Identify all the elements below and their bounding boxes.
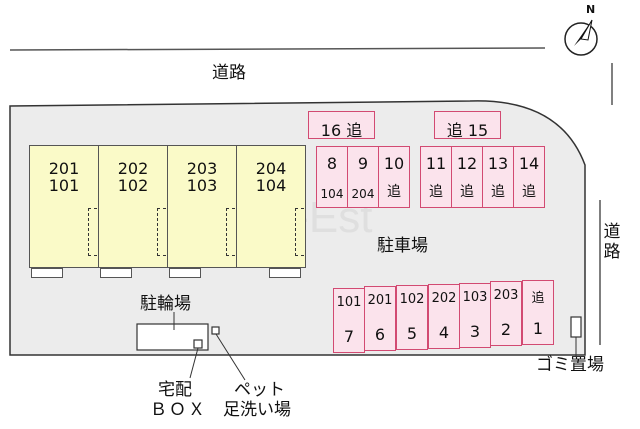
unit-upper-room: 203 xyxy=(186,159,218,178)
parking-number: 14 xyxy=(518,154,540,173)
north-road-edge xyxy=(9,47,546,51)
parking-number: 1 xyxy=(532,319,544,338)
parking-space-label: 追 15 xyxy=(446,121,489,140)
parking-space-15: 追 15 xyxy=(434,111,501,140)
parking-room: 101 xyxy=(336,295,362,310)
parking-number: 3 xyxy=(469,322,481,341)
parking-room: 追 xyxy=(522,184,536,200)
compass-needle-icon xyxy=(574,20,592,46)
delivery-box-icon xyxy=(193,339,203,349)
parking-space-9: 9 204 xyxy=(347,146,379,208)
parking-space-11: 11 追 xyxy=(420,146,452,208)
delivery-box-pointer xyxy=(189,347,199,379)
parking-room: 追 xyxy=(387,184,401,200)
parking-room: 202 xyxy=(431,291,457,306)
parking-room: 追 xyxy=(429,184,443,200)
parking-space-14: 14 追 xyxy=(513,146,545,208)
parking-space-7: 101 7 xyxy=(333,288,365,353)
porch xyxy=(100,268,132,278)
parking-number: 9 xyxy=(357,154,369,173)
parking-room: 追 xyxy=(531,291,545,306)
entrance-path xyxy=(88,208,97,256)
entrance-path xyxy=(157,208,166,256)
north-road-label: 道路 xyxy=(212,63,246,83)
unit-lower-room: 104 xyxy=(255,176,287,195)
parking-space-1: 追 1 xyxy=(522,280,554,345)
unit-upper-room: 204 xyxy=(255,159,287,178)
parking-space-16: 16 追 xyxy=(308,111,375,140)
parking-number: 11 xyxy=(425,154,447,173)
porch xyxy=(31,268,63,278)
east-road-label: 道路 xyxy=(603,222,621,262)
parking-number: 4 xyxy=(438,323,450,342)
parking-space-12: 12 追 xyxy=(451,146,483,208)
parking-room: 104 xyxy=(320,187,344,201)
garbage-area xyxy=(570,316,582,338)
delivery-box-label-2: ＢＯＸ xyxy=(150,400,207,420)
pet-wash-pointer xyxy=(215,333,246,381)
unit-upper-room: 201 xyxy=(48,159,80,178)
entrance-path xyxy=(226,208,235,256)
parking-room: 204 xyxy=(351,187,375,201)
delivery-box-label-1: 宅配 xyxy=(158,380,192,400)
parking-space-2: 203 2 xyxy=(490,281,522,346)
parking-space-10: 10 追 xyxy=(378,146,410,208)
parking-space-5: 102 5 xyxy=(396,285,428,350)
parking-number: 7 xyxy=(343,327,355,346)
parking-number: 10 xyxy=(383,154,405,173)
parking-number: 13 xyxy=(487,154,509,173)
parking-number: 12 xyxy=(456,154,478,173)
parking-space-6: 201 6 xyxy=(364,286,396,351)
parking-room: 追 xyxy=(460,184,474,200)
parking-space-label: 16 追 xyxy=(320,121,363,140)
pet-wash-label-1: ペット xyxy=(234,380,285,400)
parking-space-4: 202 4 xyxy=(428,284,460,349)
unit-lower-room: 101 xyxy=(48,176,80,195)
unit-lower-room: 103 xyxy=(186,176,218,195)
pet-wash-icon xyxy=(211,326,220,335)
parking-room: 102 xyxy=(399,292,425,307)
parking-number: 6 xyxy=(374,325,386,344)
parking-space-3: 103 3 xyxy=(459,283,491,348)
pet-wash-label-2: 足洗い場 xyxy=(223,400,291,420)
compass-north-label: N xyxy=(586,3,596,16)
porch xyxy=(169,268,201,278)
unit-upper-room: 202 xyxy=(117,159,149,178)
parking-space-13: 13 追 xyxy=(482,146,514,208)
parking-space-8: 8 104 xyxy=(316,146,348,208)
parking-number: 5 xyxy=(406,324,418,343)
bicycle-parking-label: 駐輪場 xyxy=(140,294,191,314)
parking-lot-label: 駐車場 xyxy=(377,236,428,256)
entrance-path xyxy=(295,208,304,256)
parking-room: 追 xyxy=(491,184,505,200)
porch xyxy=(269,268,301,278)
parking-room: 201 xyxy=(367,293,393,308)
parking-room: 203 xyxy=(493,288,519,303)
parking-number: 2 xyxy=(500,320,512,339)
parking-number: 8 xyxy=(326,154,338,173)
parking-room: 103 xyxy=(462,290,488,305)
garbage-label: ゴミ置場 xyxy=(536,355,604,375)
unit-lower-room: 102 xyxy=(117,176,149,195)
